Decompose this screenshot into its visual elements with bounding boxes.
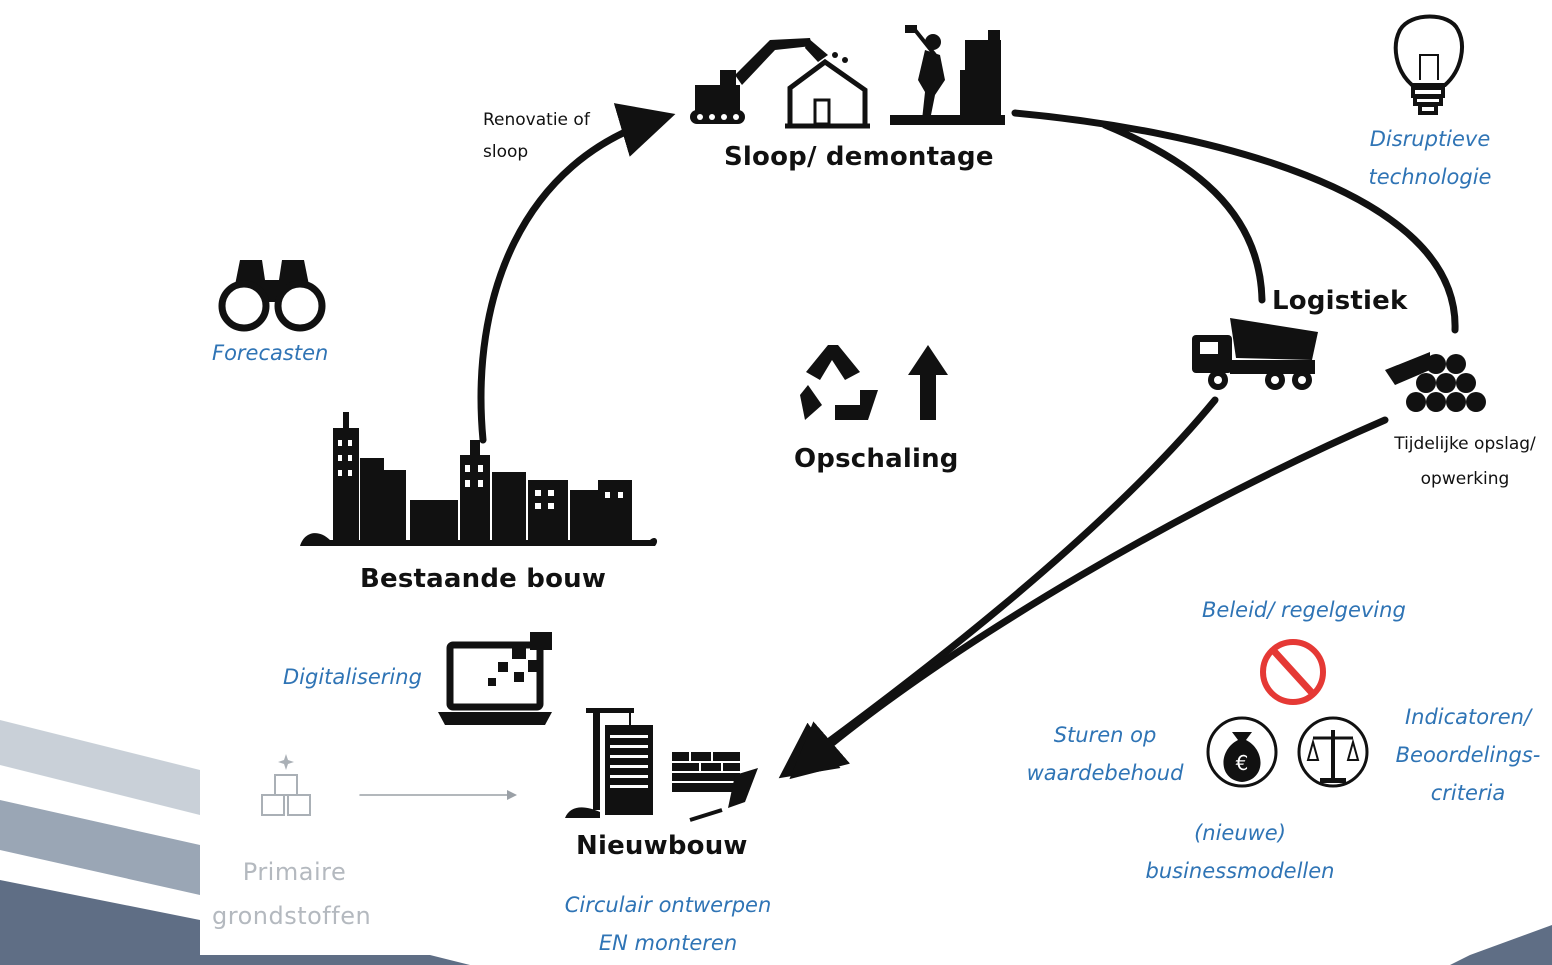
opschaling-label: Opschaling <box>794 444 959 474</box>
enabler-disruptieve-line2: technologie <box>1368 165 1492 189</box>
laptop-icon <box>438 632 552 725</box>
enabler-sturen-line2: waardebehoud <box>1026 761 1184 785</box>
enabler-disruptieve-line1: Disruptieve <box>1369 127 1491 151</box>
dump-truck-icon <box>1192 318 1318 390</box>
demolition-house-icon <box>785 52 870 129</box>
demolition-worker-icon <box>890 25 1005 125</box>
recycle-icon <box>800 345 878 420</box>
money-bag-icon: € <box>1206 716 1278 788</box>
edge-renovatie-label-line2: sloop <box>483 142 529 162</box>
enabler-business-line2: businessmodellen <box>1145 859 1335 883</box>
node-primaire-label-line1: Primaire <box>242 858 347 886</box>
arrow-opslag-to-nieuwbouw <box>789 416 1389 780</box>
node-logistiek-label: Logistiek <box>1272 286 1408 316</box>
binoculars-icon <box>218 260 326 332</box>
cubes-icon <box>261 754 311 816</box>
enabler-circulair-line1: Circulair ontwerpen <box>564 893 772 917</box>
enabler-indicatoren-line3: criteria <box>1430 781 1506 805</box>
node-primaire-label-line2: grondstoffen <box>212 902 372 930</box>
enabler-business-line1: (nieuwe) <box>1194 821 1286 845</box>
construction-crane-icon <box>565 708 653 818</box>
node-tijdelijke-label-line2: opwerking <box>1420 469 1510 489</box>
node-sloop-label: Sloop/ demontage <box>724 142 994 172</box>
flow-arrows <box>359 103 1459 800</box>
enabler-beleid: Beleid/ regelgeving <box>1202 598 1406 622</box>
enabler-circulair-line2: EN monteren <box>598 931 738 955</box>
scales-icon <box>1297 716 1369 788</box>
up-arrow-icon <box>908 345 948 420</box>
lightbulb-icon <box>1393 14 1464 115</box>
enabler-digitalisering: Digitalisering <box>283 665 422 689</box>
prohibition-icon <box>1260 639 1326 705</box>
node-tijdelijke-label-line1: Tijdelijke opslag/ <box>1394 434 1536 454</box>
brick-wall-trowel-icon <box>672 752 758 822</box>
enabler-indicatoren-line1: Indicatoren/ <box>1404 705 1532 729</box>
decorative-stripes <box>0 720 1552 965</box>
edge-renovatie-label-line1: Renovatie of <box>483 110 590 130</box>
enabler-indicatoren-line2: Beoordelings- <box>1395 743 1541 767</box>
enabler-sturen-line1: Sturen op <box>1053 723 1157 747</box>
svg-text:€: € <box>1236 751 1249 775</box>
arrow-sloop-to-logistiek <box>1101 121 1266 304</box>
excavator-icon <box>690 38 828 124</box>
node-nieuwbouw-label: Nieuwbouw <box>576 831 748 861</box>
city-skyline-icon <box>300 412 658 546</box>
enabler-forecasten: Forecasten <box>212 341 329 365</box>
arrow-sloop-to-opslag <box>1011 109 1459 334</box>
node-bestaande-label: Bestaande bouw <box>360 564 607 594</box>
pipes-stack-icon <box>1385 352 1486 412</box>
arrow-bestaande-to-sloop <box>477 103 676 444</box>
